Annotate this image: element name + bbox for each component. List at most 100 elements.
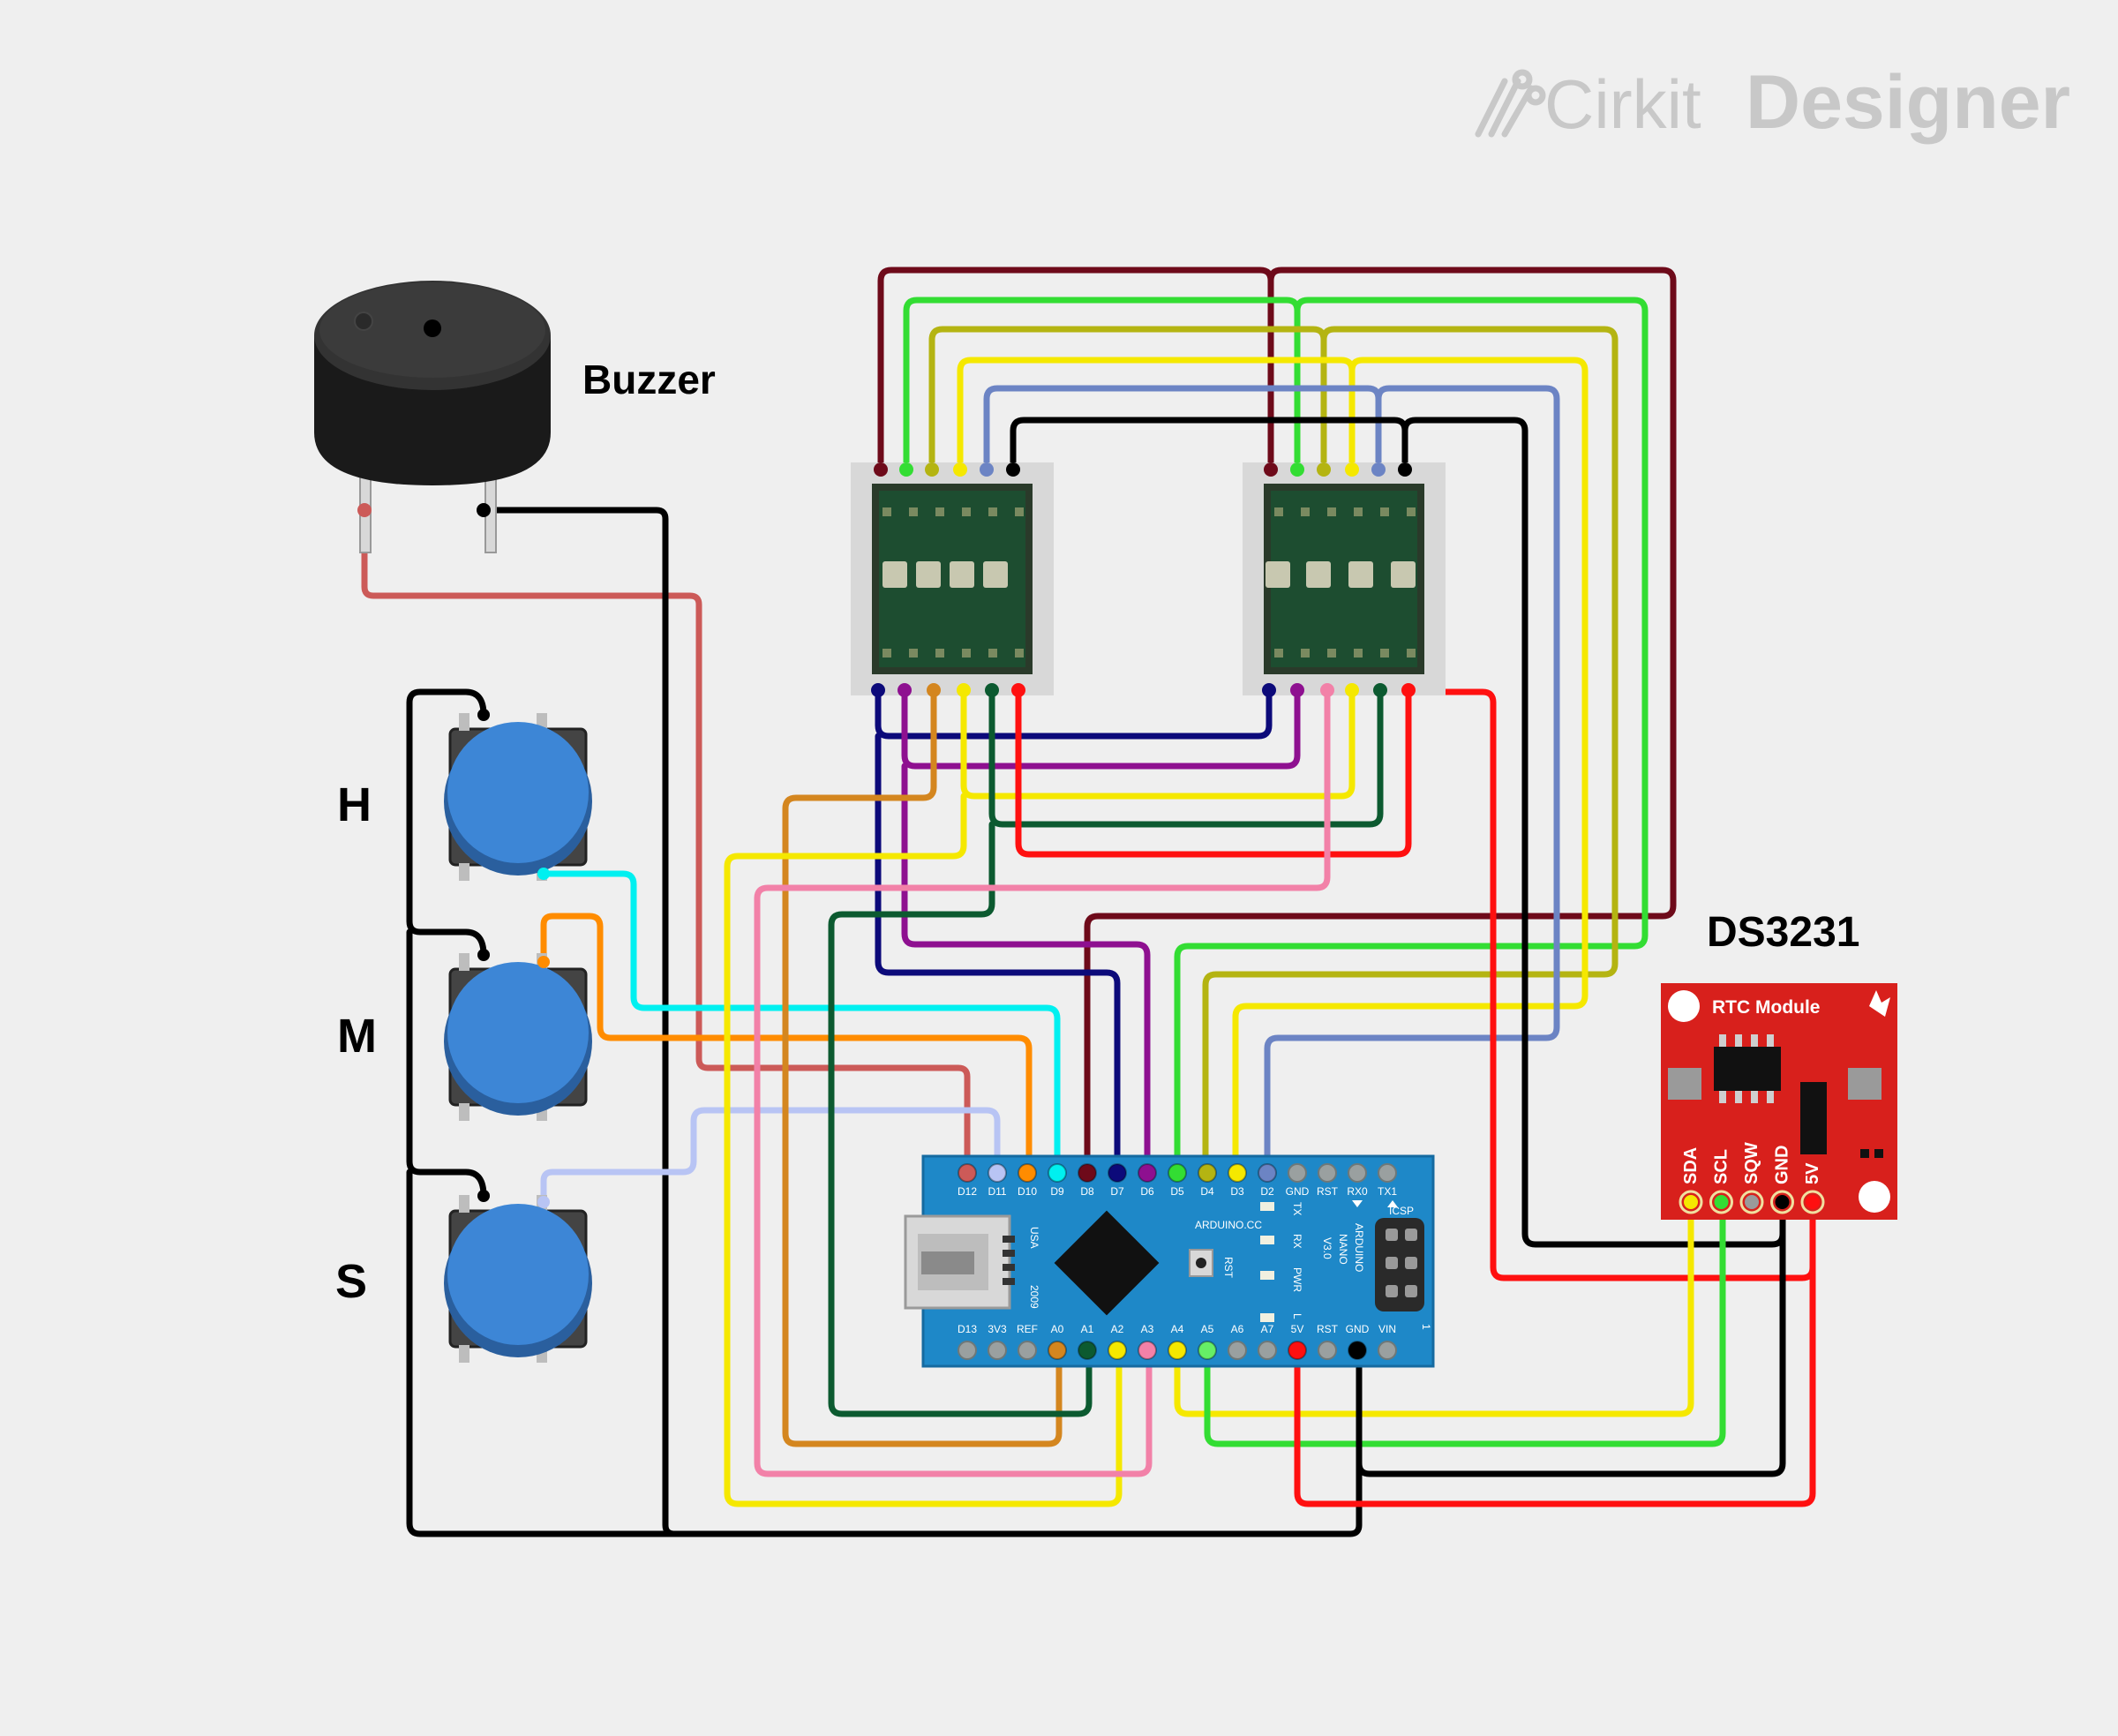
wire-purple-2[interactable]	[901, 763, 1151, 1173]
nano-top-pin-rst[interactable]	[1318, 1163, 1337, 1183]
nano-top-pin-d5[interactable]	[1168, 1163, 1187, 1183]
nano-top-pin-d4[interactable]	[1198, 1163, 1217, 1183]
nano-bottom-pin-a5[interactable]	[1198, 1341, 1217, 1360]
button-s-cap[interactable]	[447, 1204, 589, 1345]
wire-dark-orange[interactable]	[782, 687, 1063, 1447]
wire-olive-1[interactable]	[928, 326, 1327, 473]
push-button-s[interactable]	[444, 1190, 592, 1363]
nano-bottom-pin-a0[interactable]	[1048, 1341, 1067, 1360]
wire-dark-green[interactable]	[988, 687, 1384, 828]
button-h-label: H	[337, 778, 372, 831]
nano-top-pin-d2[interactable]	[1258, 1163, 1277, 1183]
nano-bottom-pin-label: A0	[1051, 1323, 1064, 1335]
nano-bottom-pin-a4[interactable]	[1168, 1341, 1187, 1360]
nano-bottom-pin-5v[interactable]	[1288, 1341, 1307, 1360]
nano-top-pin-label: D7	[1110, 1185, 1124, 1198]
push-button-m[interactable]	[444, 949, 592, 1121]
buzzer-hole	[424, 319, 441, 337]
rtc-pin-label: SCL	[1712, 1149, 1731, 1184]
nano-top-pin-d8[interactable]	[1078, 1163, 1097, 1183]
rtc-pin-gnd[interactable]	[1775, 1195, 1790, 1209]
wire-dark-green-2[interactable]	[828, 821, 1093, 1417]
wire-button-m-ground[interactable]	[406, 928, 487, 1199]
nano-bottom-pin-a2[interactable]	[1108, 1341, 1127, 1360]
nano-bottom-pin-rst[interactable]	[1318, 1341, 1337, 1360]
wire-purple[interactable]	[901, 687, 1301, 770]
wire-button-s-ground[interactable]	[406, 1169, 678, 1537]
nano-bottom-pin-a1[interactable]	[1078, 1341, 1097, 1360]
nano-top-pin-d10[interactable]	[1018, 1163, 1037, 1183]
wire-navy[interactable]	[875, 687, 1273, 740]
push-button-h[interactable]	[444, 709, 592, 881]
nano-top-pin-d12[interactable]	[958, 1163, 977, 1183]
nano-top-pin-d6[interactable]	[1138, 1163, 1157, 1183]
nano-bottom-pin-gnd[interactable]	[1348, 1341, 1367, 1360]
wire-rtc-scl[interactable]	[1204, 1199, 1726, 1447]
buzzer-pin-negative[interactable]	[477, 503, 491, 517]
nano-bottom-pin-label: A3	[1141, 1323, 1154, 1335]
button-h-cap[interactable]	[447, 722, 589, 863]
wire-button-m-signal[interactable]	[540, 913, 1033, 1173]
nano-bottom-pin-vin[interactable]	[1378, 1341, 1397, 1360]
wire-rtc-sda[interactable]	[1174, 1199, 1694, 1417]
rtc-pin-sda[interactable]	[1684, 1195, 1698, 1209]
wire-green-2[interactable]	[1174, 297, 1649, 1173]
wire-maroon-2[interactable]	[1084, 267, 1677, 1173]
wire-olive-2[interactable]	[1202, 326, 1619, 1173]
button-m-pin-signal[interactable]	[537, 956, 550, 968]
nano-bottom-pin-ref[interactable]	[1018, 1341, 1037, 1360]
display-module-1[interactable]	[851, 462, 1054, 697]
nano-top-pin-tx1[interactable]	[1378, 1163, 1397, 1183]
nano-top-pin-d9[interactable]	[1048, 1163, 1067, 1183]
button-m-pin-ground[interactable]	[477, 949, 490, 961]
button-h-pin-signal[interactable]	[537, 868, 550, 880]
wire-button-h-signal[interactable]	[540, 870, 1061, 1173]
wire-button-h-ground[interactable]	[406, 688, 487, 958]
nano-bottom-pin-3v3[interactable]	[988, 1341, 1007, 1360]
arduino-nano[interactable]: USA 2009 ARDUINO.CC RST TX RX PWR L ARDU…	[904, 1154, 1435, 1368]
wire-rtc-gnd[interactable]	[1356, 1199, 1786, 1477]
nano-bottom-pin-d13[interactable]	[958, 1341, 977, 1360]
rtc-pin-scl[interactable]	[1714, 1195, 1729, 1209]
display-module-2[interactable]	[1243, 462, 1446, 697]
wire-black-top[interactable]	[1010, 417, 1408, 473]
nano-top-pin-d11[interactable]	[988, 1163, 1007, 1183]
wire-slate-1[interactable]	[983, 385, 1382, 473]
wire-slate-2[interactable]	[1264, 385, 1560, 1173]
buzzer[interactable]	[314, 281, 551, 553]
wire-navy-2[interactable]	[875, 733, 1121, 1173]
button-m-cap[interactable]	[447, 962, 589, 1103]
wire-yellow-2[interactable]	[1232, 357, 1588, 1173]
nano-top-pin-d3[interactable]	[1228, 1163, 1247, 1183]
nano-bottom-pin-a3[interactable]	[1138, 1341, 1157, 1360]
nano-top-pin-label: D9	[1050, 1185, 1064, 1198]
nano-text-one: 1	[1420, 1324, 1432, 1330]
nano-bottom-pin-label: A4	[1171, 1323, 1184, 1335]
cirkit-logo: Cirkit Designer	[1475, 60, 2070, 145]
nano-bottom-pin-a7[interactable]	[1258, 1341, 1277, 1360]
wire-buzzer-positive[interactable]	[361, 507, 971, 1173]
wire-yellow-1[interactable]	[957, 357, 1356, 473]
nano-top-pin-rx0[interactable]	[1348, 1163, 1367, 1183]
wire-yellow-bottom-2[interactable]	[724, 793, 1123, 1507]
button-s-pin-ground[interactable]	[477, 1190, 490, 1202]
wire-black-top-2[interactable]	[1401, 417, 1786, 1248]
button-s-pin-signal[interactable]	[537, 1196, 550, 1208]
rtc-pin-5v[interactable]	[1806, 1195, 1820, 1209]
nano-top-pin-d7[interactable]	[1108, 1163, 1127, 1183]
rtc-pin-sqw[interactable]	[1745, 1195, 1759, 1209]
nano-top-pin-gnd[interactable]	[1288, 1163, 1307, 1183]
nano-bottom-pin-a6[interactable]	[1228, 1341, 1247, 1360]
button-h-pin-ground[interactable]	[477, 709, 490, 721]
wire-yellow-bottom[interactable]	[960, 687, 1356, 800]
wire-red-display[interactable]	[1015, 687, 1412, 858]
wire-rtc-5v[interactable]	[1294, 1199, 1816, 1507]
wire-green-1[interactable]	[903, 297, 1301, 473]
buzzer-pin-positive[interactable]	[357, 503, 372, 517]
wire-pink[interactable]	[754, 687, 1331, 1477]
wire-button-s-signal[interactable]	[540, 1107, 1001, 1206]
